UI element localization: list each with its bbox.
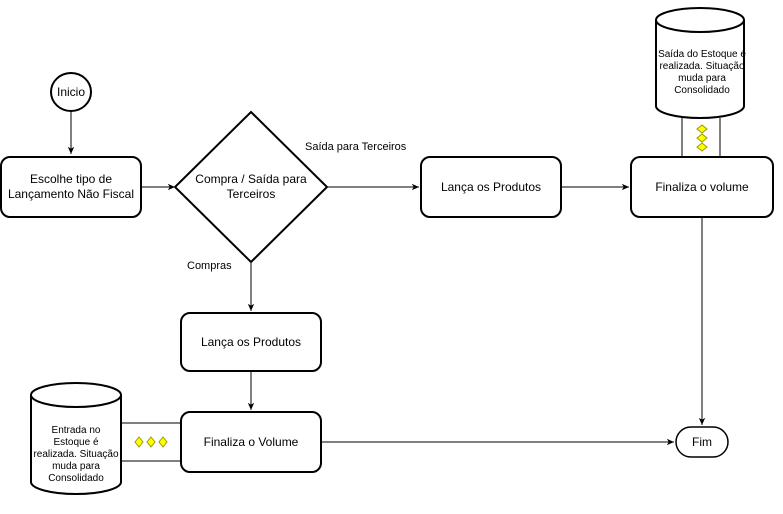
database-bottom-left-label: Entrada no Estoque é realizada. Situação… bbox=[33, 425, 119, 484]
link-db-bottom bbox=[121, 422, 181, 462]
end-label: Fim bbox=[692, 434, 712, 449]
diamond-icon bbox=[696, 133, 708, 143]
launch-products-bottom-label: Lança os Produtos bbox=[200, 334, 302, 349]
decision-diamond bbox=[173, 110, 329, 264]
database-top-right bbox=[655, 7, 745, 119]
choose-type-label: Escolhe tipo de Lançamento Não Fiscal bbox=[7, 172, 135, 201]
diamond-icon bbox=[134, 436, 144, 448]
diamond-icon bbox=[696, 124, 708, 134]
launch-products-right-label: Lança os Produtos bbox=[440, 179, 542, 194]
finalize-bottom-label: Finaliza o Volume bbox=[203, 434, 299, 449]
edge-label-purchases: Compras bbox=[187, 260, 232, 273]
finalize-right-label: Finaliza o volume bbox=[655, 179, 749, 194]
finalize-right-box bbox=[630, 156, 774, 218]
start-node bbox=[50, 72, 92, 112]
choose-type-box bbox=[0, 156, 142, 218]
start-label: Inicio bbox=[56, 84, 85, 99]
diamond-icon bbox=[696, 142, 708, 152]
launch-products-bottom-box bbox=[180, 312, 322, 372]
edge-label-to-third-parties: Saída para Terceiros bbox=[305, 141, 407, 154]
database-top-right-label: Saída do Estoque é realizada. Situação m… bbox=[658, 49, 746, 96]
diamond-icon bbox=[146, 436, 156, 448]
database-bottom-left bbox=[30, 382, 122, 495]
link-db-top bbox=[681, 118, 721, 157]
finalize-bottom-box bbox=[180, 411, 322, 473]
diamond-icon bbox=[158, 436, 168, 448]
launch-products-right-box bbox=[420, 156, 562, 218]
decision-label: Compra / Saída para Terceiros bbox=[195, 172, 307, 201]
end-node bbox=[675, 426, 729, 458]
